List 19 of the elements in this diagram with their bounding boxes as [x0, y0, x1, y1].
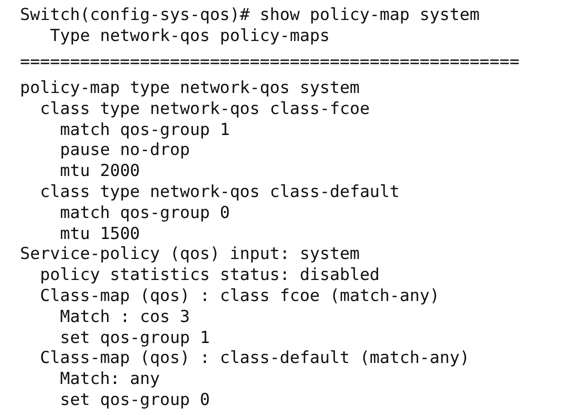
code-line: match qos-group 1: [60, 120, 230, 140]
code-line: Service-policy (qos) input: system: [20, 244, 360, 264]
code-line: Match: any: [60, 369, 160, 390]
code-line: policy statistics status: disabled: [40, 265, 380, 286]
code-line: Match : cos 3: [60, 306, 190, 327]
code-line: match qos-group 0: [60, 202, 230, 223]
code-line: Switch(config-sys-qos)# show policy-map system: [20, 5, 480, 25]
code-line: policy-map type network-qos system: [20, 78, 360, 98]
code-line: class type network-qos class-fcoe: [40, 98, 370, 119]
code-line: pause no-drop: [60, 140, 190, 160]
code-line: Class-map (qos) : class-default (match-any): [40, 348, 470, 368]
code-line: mtu 1500: [60, 224, 140, 244]
code-line: class type network-qos class-default: [40, 182, 400, 202]
code-line: set qos-group 0: [60, 390, 210, 410]
code-line: set qos-group 1: [60, 328, 210, 348]
separator-line: ==================================================: [20, 52, 520, 72]
code-line: mtu 2000: [60, 161, 140, 182]
code-line: Type network-qos policy-maps: [50, 26, 330, 46]
code-line: Class-map (qos) : class fcoe (match-any): [40, 286, 440, 306]
